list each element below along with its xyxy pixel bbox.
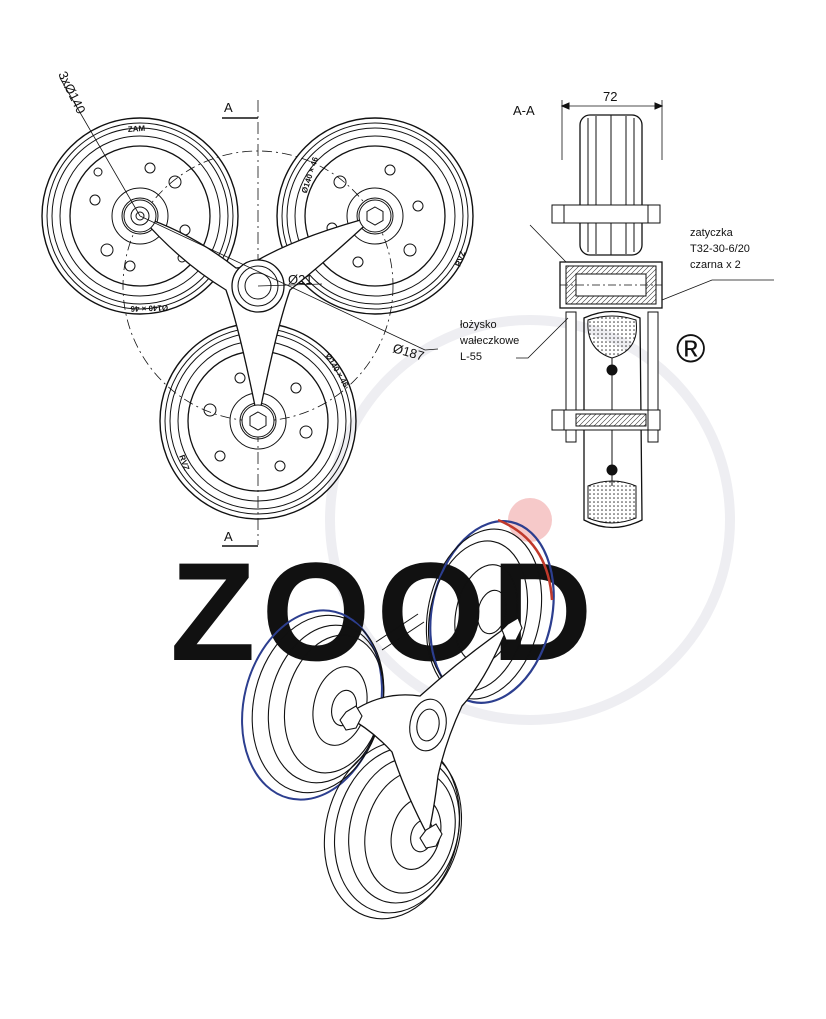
wheel-c-marking-right: Ø140 × 46 bbox=[324, 352, 351, 390]
watermark-arc bbox=[325, 315, 735, 725]
dim-width: 72 bbox=[603, 89, 617, 104]
leader-small-holes bbox=[59, 77, 141, 217]
watermark-registered: ® bbox=[676, 327, 705, 371]
wheel-b-marking-left: Ø140 × 46 bbox=[300, 155, 320, 194]
isometric-view bbox=[241, 518, 555, 920]
pin-label-3: czarna x 2 bbox=[690, 259, 741, 271]
dim-center-bore: Ø21 bbox=[288, 272, 313, 287]
bearing-label-3: L-55 bbox=[460, 351, 482, 363]
wheel-a-marking-top: ZAM bbox=[128, 124, 146, 134]
leader-bearing bbox=[516, 317, 569, 359]
section-mark-bottom: A bbox=[224, 529, 233, 544]
section-title: A-A bbox=[513, 103, 535, 118]
bearing-label-2: wałeczkowe bbox=[459, 335, 519, 347]
section-view bbox=[516, 100, 774, 529]
iso-nut-left bbox=[339, 705, 363, 731]
section-lower-tire bbox=[583, 310, 643, 529]
leader-pin bbox=[661, 279, 774, 301]
iso-nut-right bbox=[501, 617, 523, 641]
wheel-b-front bbox=[276, 117, 474, 315]
iso-wheel-bottom bbox=[323, 740, 463, 920]
bearing-label-1: łożysko bbox=[460, 319, 497, 331]
iso-center-hub bbox=[409, 698, 447, 752]
section-mark-top: A bbox=[224, 100, 233, 115]
pin-label-2: T32-30-6/20 bbox=[690, 243, 750, 255]
wheel-a-front bbox=[41, 117, 239, 315]
wheel-c-marking-left: RVZ bbox=[177, 454, 191, 472]
watermark-logo: ZOOD ® bbox=[170, 315, 735, 725]
leader-pitch bbox=[139, 215, 426, 351]
leader-bore bbox=[257, 283, 323, 287]
wheel-a-marking-bottom: Ø140 × 46 bbox=[130, 303, 168, 313]
front-view bbox=[41, 77, 474, 547]
dim-small-holes: 3xØ140 bbox=[55, 69, 88, 117]
iso-nut-bottom bbox=[419, 823, 443, 849]
pin-label-1: zatyczka bbox=[690, 227, 734, 239]
